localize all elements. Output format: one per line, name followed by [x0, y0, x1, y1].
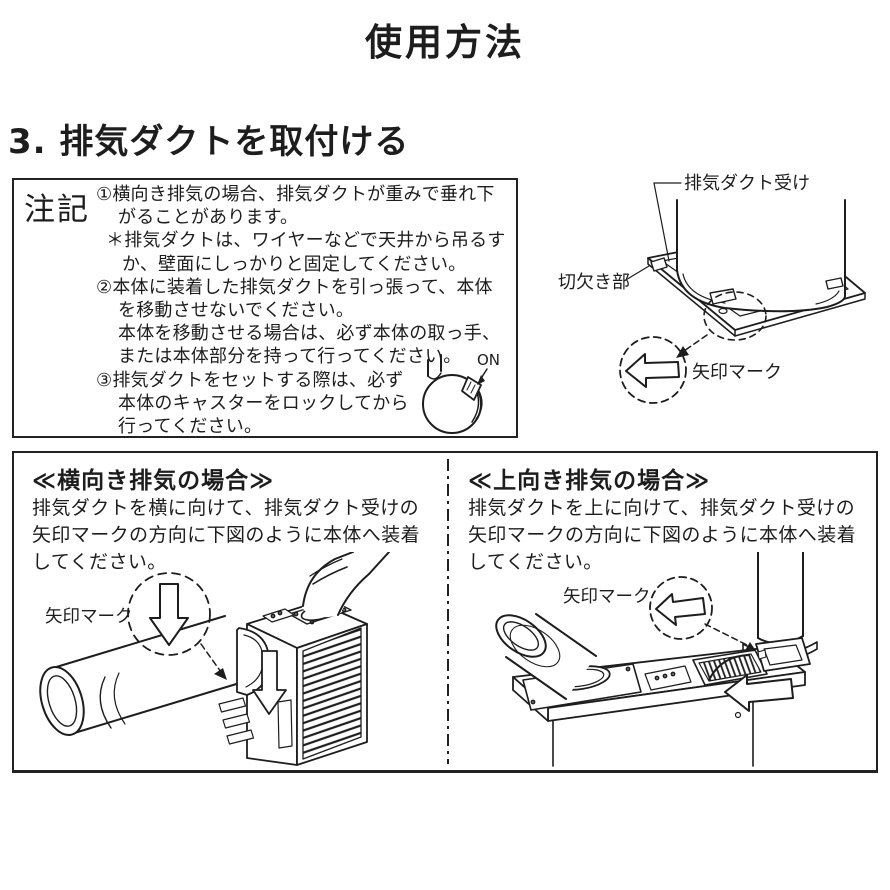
receiver-label: 排気ダクト受け [684, 173, 810, 194]
panel-body-line: してください。 [468, 551, 603, 573]
notch-cutout [650, 257, 668, 272]
installation-cases-box: ≪横向き排気の場合≫ 排気ダクトを横に向けて、排気ダクト受けの 矢印マークの方向… [12, 451, 878, 773]
leader-arrowhead-icon [744, 642, 756, 652]
note-text: ①横向き排気の場合、排気ダクトが重みで垂れ下 がることがあります。 ＊排気ダクト… [96, 183, 518, 438]
note-line: 本体を移動させる場合は、必ず本体の取っ手、 [118, 323, 501, 345]
panel-heading: ≪上向き排気の場合≫ [468, 468, 711, 494]
note-label: 注記 [24, 192, 90, 228]
louver-grille [302, 627, 362, 760]
panel-body-line: 排気ダクトを上に向けて、排気ダクト受けの [468, 497, 856, 519]
notch-label: 切欠き部 [558, 272, 630, 293]
vertical-pipe [757, 552, 804, 639]
section-heading: 3. 排気ダクトを取付ける [8, 122, 410, 162]
panel-body: 排気ダクトを上に向けて、排気ダクト受けの 矢印マークの方向に下図のように本体へ装… [468, 495, 856, 576]
exhaust-duct-upward [505, 613, 597, 700]
caster-lock-tab [461, 376, 482, 401]
panel-body-line: してください。 [32, 551, 167, 573]
arrow-mark-dashed-circle [127, 572, 211, 656]
note-line: または本体部分を持って行ってください。 [118, 346, 462, 368]
panel-body: 排気ダクトを横に向けて、排気ダクト受けの 矢印マークの方向に下図のように本体へ装… [32, 495, 420, 576]
arrow-mark-left-icon [655, 593, 706, 626]
caster-on-label: ON [477, 351, 500, 369]
arrow-mark-label: 矢印マーク [45, 607, 133, 627]
note-line: ＊排気ダクトは、ワイヤーなどで天井から吊るす [106, 230, 506, 252]
leader-arrowhead-icon [676, 346, 689, 358]
arrow-mark-location-dashed-ellipse [703, 291, 767, 341]
duct-receiver-diagram: 排気ダクト受け 切欠き部 矢印マーク [558, 173, 866, 404]
caster-fork [427, 354, 442, 377]
lock-direction-arrowhead-icon [477, 375, 485, 385]
note-line: か、壁面にしっかりと固定してください。 [122, 253, 467, 275]
unit-body-bottom [676, 199, 846, 313]
caster-lock-icon: ON [422, 351, 500, 434]
notch-cutout [757, 649, 767, 660]
elbow-duct [302, 552, 354, 607]
control-panel [262, 608, 295, 623]
horizontal-duct-illustration: 矢印マーク [39, 552, 391, 766]
panel-body-line: 矢印マークの方向に下図のように本体へ装着 [468, 524, 857, 546]
note-line: がることがあります。 [118, 207, 299, 229]
panel-upward-exhaust: ≪上向き排気の場合≫ 排気ダクトを上に向けて、排気ダクト受けの 矢印マークの方向… [450, 453, 877, 770]
note-line: ②本体に装着した排気ダクトを引っ張って、本体 [96, 276, 493, 298]
page-title: 使用方法 [365, 21, 525, 64]
arrow-mark-dashed-circle [619, 336, 687, 404]
panel-body-line: 矢印マークの方向に下図のように本体へ装着 [32, 524, 421, 546]
arrow-mark-down-icon [149, 583, 189, 646]
panel-body-line: 排気ダクトを横に向けて、排気ダクト受けの [32, 497, 420, 519]
upward-duct-illustration: 矢印マーク [495, 552, 818, 767]
leader-arrowhead-icon [214, 668, 227, 680]
arrow-mark-dashed-circle [649, 576, 713, 640]
panel-heading: ≪横向き排気の場合≫ [32, 468, 275, 494]
note-line: を移動させないでください。 [118, 300, 355, 322]
arrow-mark-label: 矢印マーク [692, 362, 782, 383]
note-line: 本体のキャスターをロックしてから [118, 392, 409, 414]
note-box: 注記 ①横向き排気の場合、排気ダクトが重みで垂れ下 がることがあります。 ＊排気… [12, 178, 518, 438]
slide-direction-arrow-left-icon [724, 674, 794, 712]
arrow-mark-left-icon [625, 353, 680, 388]
note-line: 行ってください。 [118, 416, 263, 438]
control-panel [644, 665, 692, 691]
note-line: ③排気ダクトをセットする際は、必ず [96, 369, 404, 391]
note-line: ①横向き排気の場合、排気ダクトが重みで垂れ下 [96, 184, 495, 205]
panel-horizontal-exhaust: ≪横向き排気の場合≫ 排気ダクトを横に向けて、排気ダクト受けの 矢印マークの方向… [14, 453, 446, 770]
panel-divider [447, 459, 449, 764]
arrow-mark-label: 矢印マーク [563, 587, 651, 607]
